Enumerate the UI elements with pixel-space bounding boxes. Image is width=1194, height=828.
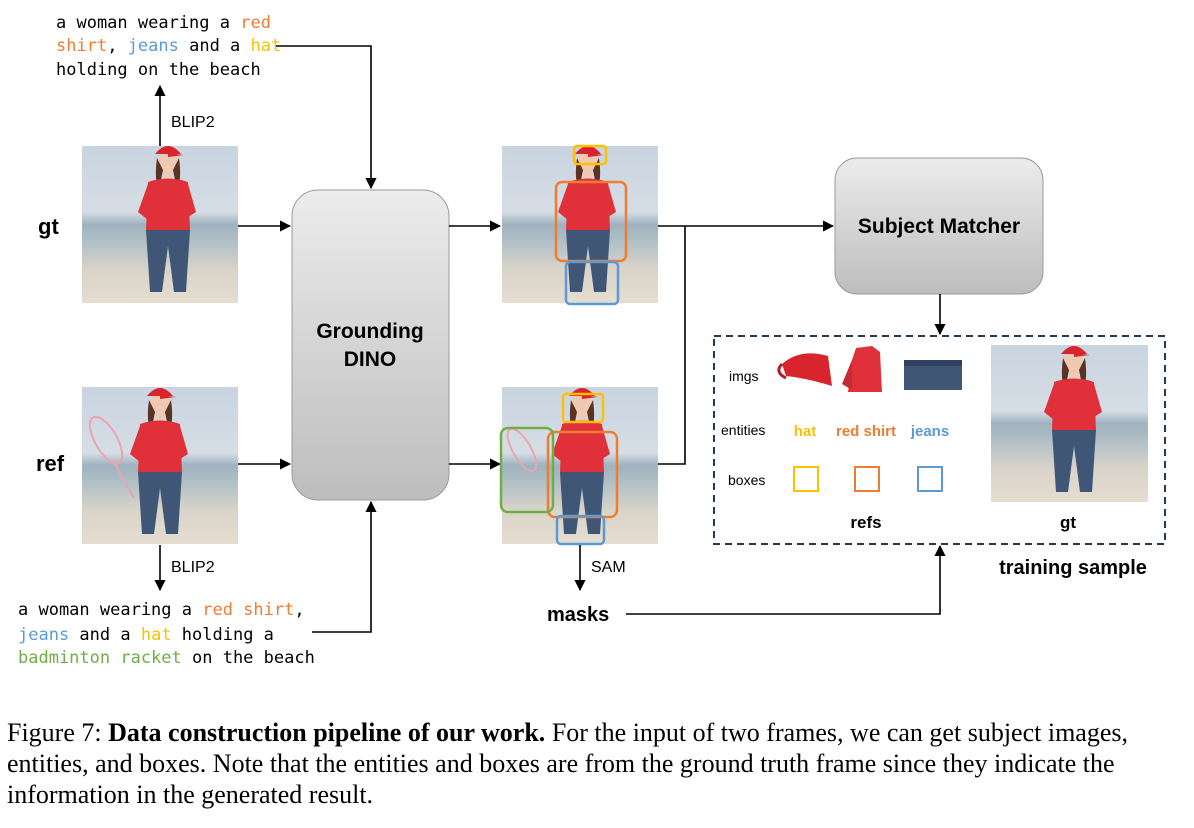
caption-segment: , (107, 36, 127, 56)
caption-segment: hat (251, 36, 282, 56)
gt-input-image (82, 146, 238, 303)
jeans-crop-image (904, 360, 962, 390)
caption-segment: and a (69, 625, 141, 645)
blip2-label-gt: BLIP2 (171, 114, 215, 131)
ref-caption-line2: jeans and a hat holding a (18, 625, 274, 645)
training-gt-label: gt (1060, 513, 1076, 532)
caption-segment: holding a (172, 625, 274, 645)
gt-detection-image (502, 144, 658, 306)
entity-hat: hat (794, 423, 817, 440)
subject-matcher-label: Subject Matcher (858, 215, 1020, 238)
caption-segment: holding on the beach (56, 60, 261, 80)
subject-matcher-box: Subject Matcher (834, 157, 1044, 295)
box-red-shirt (854, 466, 880, 492)
jeans-bbox-ref (555, 514, 606, 546)
caption-segment: red (240, 13, 271, 33)
caption-segment: jeans (128, 36, 179, 56)
gt-caption-line3: holding on the beach (56, 60, 261, 80)
training-sample-box: imgs entities boxes hat red shirt jeans … (713, 335, 1166, 545)
grounding-dino-label-2: DINO (344, 348, 397, 371)
figure-caption-label: Figure 7: (7, 718, 109, 747)
hat-bbox-ref (561, 392, 605, 424)
caption-segment: on the beach (182, 648, 315, 668)
sam-label: SAM (591, 559, 626, 576)
caption-segment: and a (179, 36, 251, 56)
masks-label: masks (547, 604, 609, 626)
refs-label: refs (850, 513, 881, 532)
ref-caption-line1: a woman wearing a red shirt, (18, 600, 305, 620)
gt-caption-line2: shirt, jeans and a hat (56, 36, 281, 56)
grounding-dino-box: Grounding DINO (291, 189, 450, 501)
entities-row-label: entities (721, 422, 765, 438)
figure-caption-bold: Data construction pipeline of our work. (108, 718, 546, 747)
arrow-gtcaption-to-dino (276, 45, 377, 190)
gt-caption-line1: a woman wearing a red (56, 13, 271, 33)
arrow-masks-to-training (626, 544, 946, 615)
racket-bbox-ref (499, 426, 555, 514)
figure-caption: Figure 7: Data construction pipeline of … (7, 717, 1187, 810)
caption-segment: , (294, 600, 304, 620)
training-gt-image (991, 345, 1148, 502)
shirt-crop-image (842, 346, 882, 392)
ref-input-image (82, 387, 238, 544)
caption-segment: a woman wearing a (56, 13, 240, 33)
caption-segment: badminton racket (18, 648, 182, 668)
box-jeans (917, 466, 943, 492)
boxes-row-label: boxes (728, 472, 765, 488)
arrow-refcaption-to-dino (312, 500, 377, 633)
caption-segment: shirt (56, 36, 107, 56)
grounding-dino-label-1: Grounding (316, 320, 423, 343)
figure-caption-text: For the input of two frames, we can get … (7, 718, 1128, 809)
caption-segment: hat (141, 625, 172, 645)
jeans-bbox-gt (564, 260, 620, 306)
pipeline-diagram: a woman wearing a red shirt, jeans and a… (18, 13, 1166, 668)
entity-jeans: jeans (910, 423, 949, 440)
entity-red-shirt: red shirt (836, 423, 896, 440)
box-hat (793, 466, 819, 492)
ref-row-label: ref (36, 451, 65, 476)
hat-crop-image (777, 353, 832, 386)
imgs-row-label: imgs (729, 368, 759, 384)
ref-caption-line3: badminton racket on the beach (18, 648, 315, 668)
blip2-label-ref: BLIP2 (171, 559, 215, 576)
caption-segment: red shirt (202, 600, 294, 620)
gt-row-label: gt (38, 214, 59, 239)
arrow-ref-merge (658, 226, 686, 465)
ref-detection-image (499, 387, 658, 546)
badminton-racket-icon (88, 415, 124, 465)
training-sample-label: training sample (999, 557, 1147, 579)
hat-bbox-gt (572, 144, 608, 166)
caption-segment: a woman wearing a (18, 600, 202, 620)
caption-segment: jeans (18, 625, 69, 645)
